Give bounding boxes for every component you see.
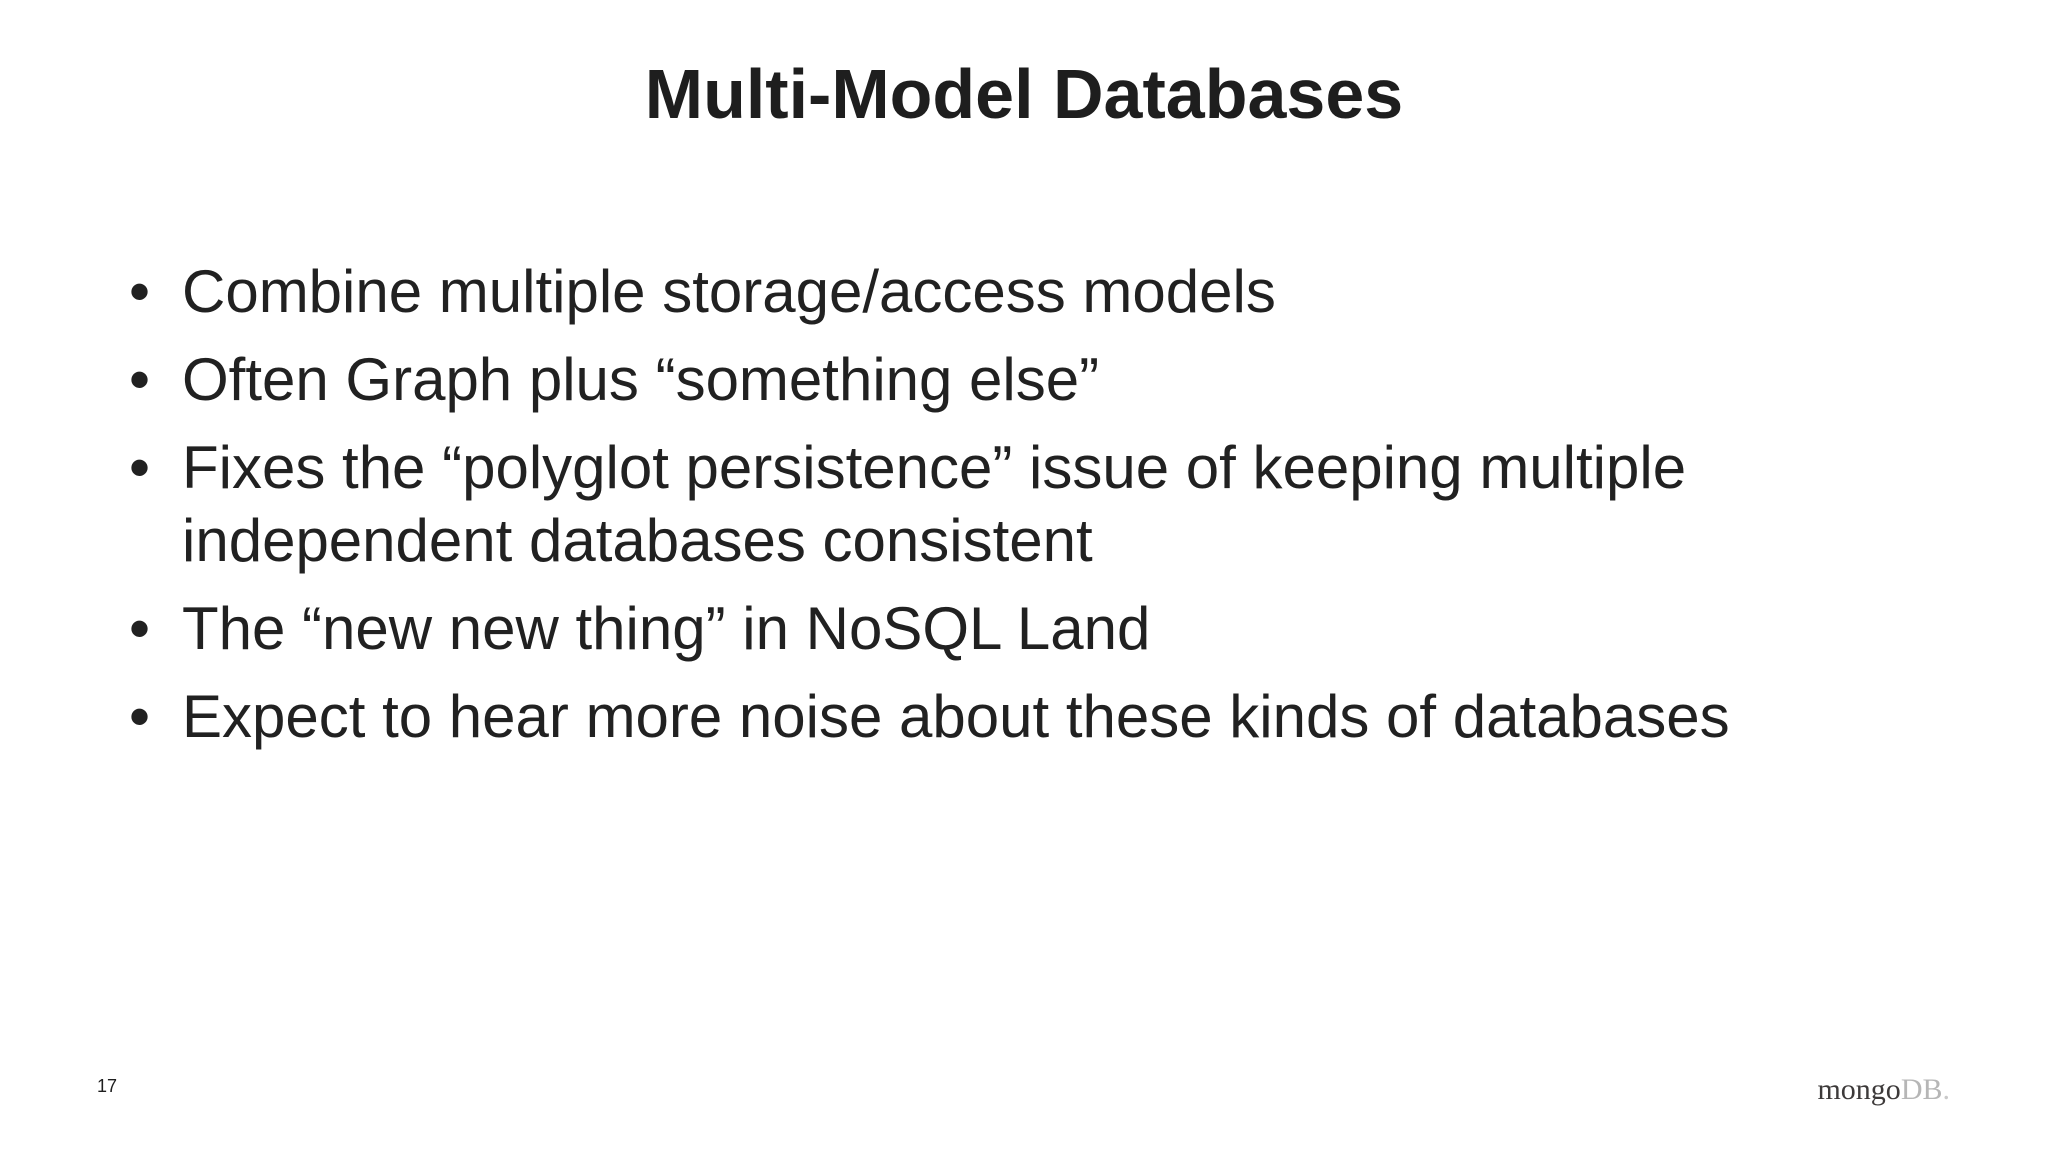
mongodb-logo-mongo: mongo	[1817, 1073, 1901, 1106]
mongodb-logo-dot: .	[1942, 1073, 1951, 1106]
mongodb-logo-db: DB	[1900, 1073, 1943, 1106]
bullet-item: Expect to hear more noise about these ki…	[129, 680, 1742, 753]
bullet-item: Fixes the “polyglot persistence” issue o…	[129, 431, 1742, 577]
bullet-list: Combine multiple storage/access models O…	[129, 255, 1742, 768]
bullet-item: Combine multiple storage/access models	[129, 255, 1742, 328]
mongodb-logo: mongoDB.	[1817, 1072, 1950, 1108]
bullet-item: The “new new thing” in NoSQL Land	[129, 592, 1742, 665]
bullet-item: Often Graph plus “something else”	[129, 343, 1742, 416]
page-title: Multi-Model Databases	[644, 55, 1404, 133]
page-number: 17	[97, 1076, 118, 1096]
